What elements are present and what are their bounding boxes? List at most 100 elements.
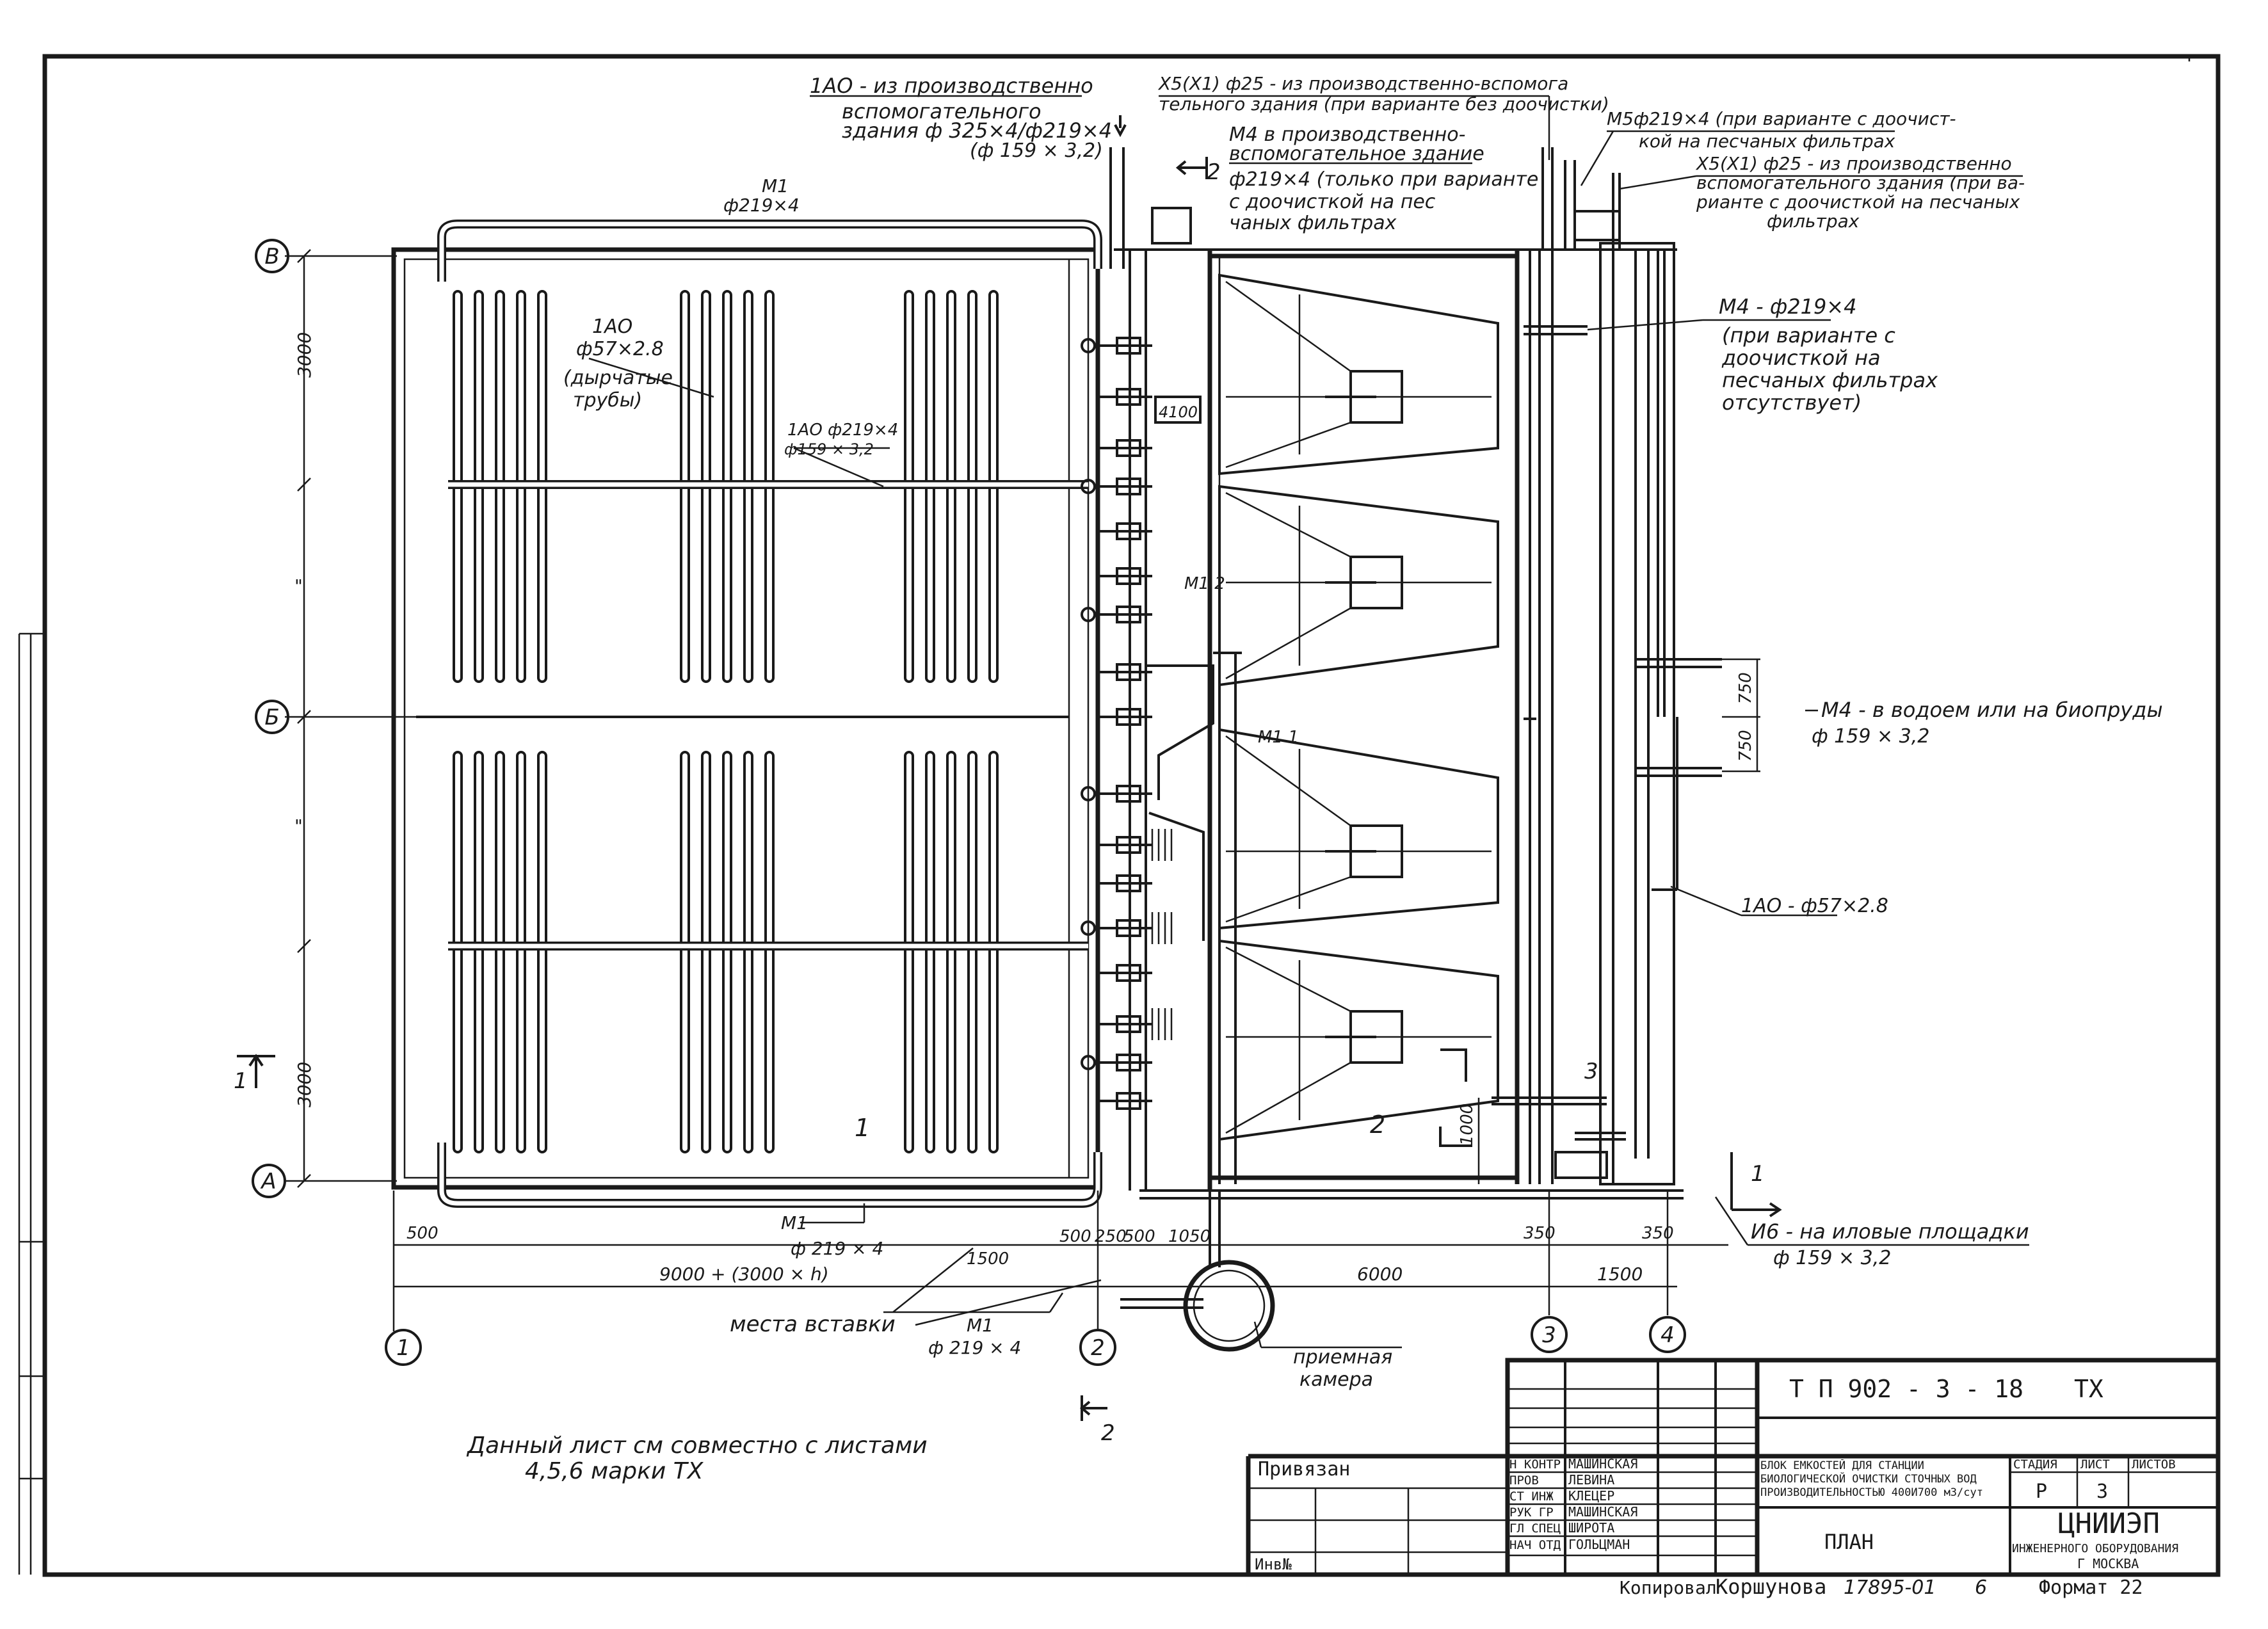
dim-500-b: 500 (1059, 1227, 1091, 1246)
label-1ao-2: ф57×2.8 (576, 338, 664, 360)
sheet-note-1: Данный лист см совместно с листами (466, 1432, 928, 1459)
project-title-box: БЛОК ЕМКОСТЕЙ ДЛЯ СТАНЦИИ БИОЛОГИЧЕСКОЙ … (1760, 1459, 1983, 1499)
aeration-tube (946, 751, 956, 1153)
section-2-top: 2 (1207, 159, 1221, 185)
aeration-tube (495, 751, 505, 1153)
dim-lines (297, 249, 1760, 1288)
name-6: ГОЛЬЦМАН (1568, 1537, 1630, 1552)
aeration-tube (722, 751, 732, 1153)
valve (1081, 1055, 1096, 1070)
central-gallery (1114, 248, 1677, 1191)
name-2: ЛЕВИНА (1568, 1472, 1614, 1488)
org-sub: ИНЖЕНЕРНОГО ОБОРУДОВАНИЯ (2012, 1542, 2178, 1555)
hopper-edge (1225, 492, 1351, 558)
role-5: ГЛ СПЕЦ (1509, 1521, 1561, 1536)
label-x5-right-1: Х5(Х1) ф25 - из производственно (1695, 153, 2012, 174)
label-m4-top-2: вспомогательное здание (1229, 143, 1484, 165)
name-5: ШИРОТА (1568, 1520, 1614, 1536)
axis-2-label: 2 (1091, 1335, 1105, 1361)
attached-label: Привязан (1258, 1458, 1351, 1481)
hopper-edge (1225, 735, 1351, 827)
footer-number: 17895-01 (1844, 1577, 1936, 1599)
aeration-tube (680, 751, 690, 1153)
section-marks (237, 157, 1782, 1421)
sheet-note-2: 4,5,6 марки ТХ (525, 1458, 704, 1484)
label-x5-2: тельного здания (при варианте без доочис… (1159, 93, 1609, 115)
label-1ao2-1: 1АО ф219×4 (787, 421, 898, 440)
sheet-value: 3 (2096, 1481, 2108, 1503)
dim-750-a: 750 (1736, 672, 1755, 704)
valve (1081, 607, 1096, 622)
receiving-chamber (1183, 1260, 1275, 1352)
label-1ao-top-1: 1АО - из производственно (810, 74, 1093, 98)
label-1ao-top-2: вспомогательного (842, 99, 1042, 124)
hopper-edge (1225, 607, 1351, 680)
label-m1-bottom2: М1 (967, 1315, 993, 1336)
binding-strip (18, 632, 45, 1575)
label-1ao-top-3: здания ф 325×4/ф219×4 (842, 118, 1112, 143)
aeration-tube (967, 751, 977, 1153)
aeration-tube (474, 751, 484, 1153)
label-chamber-2: камера (1299, 1368, 1373, 1391)
role-6: НАЧ ОТД (1509, 1538, 1561, 1552)
label-1ao-1: 1АО (592, 316, 632, 338)
right-channel (1492, 242, 1722, 1185)
label-m12: М1 2 (1184, 574, 1225, 593)
label-m1-top: М1 (762, 175, 789, 197)
dim-750-b: 750 (1736, 730, 1755, 762)
label-m4-right-4: песчаных фильтрах (1722, 368, 1938, 392)
label-1ao2-2: ф159 × 3,2 (784, 440, 874, 458)
valve (1081, 920, 1096, 936)
label-1ao-3: (дырчатые (563, 367, 673, 389)
hopper-edge (1225, 1061, 1351, 1134)
label-x5-right-4: фильтрах (1767, 211, 1860, 232)
label-h6-1: И6 - на иловые площадки (1751, 1219, 2029, 1244)
role-2: ПРОВ (1509, 1473, 1539, 1488)
label-m4-out-1: М4 - в водоем или на биопруды (1821, 698, 2163, 722)
aeration-tube (904, 751, 914, 1153)
air-headers (448, 480, 1088, 951)
aeration-tubes (453, 290, 999, 1153)
tank-2-number: 2 (1370, 1111, 1385, 1139)
m1-loop-pipe (437, 220, 1102, 1208)
section-1-left: 1 (234, 1068, 248, 1094)
tank-1-number: 1 (855, 1114, 870, 1142)
hopper-edge (1225, 421, 1351, 469)
dim-1500-a: 1500 (967, 1249, 1009, 1269)
label-m5-1: М5ф219×4 (при варианте с доочист- (1607, 108, 1956, 129)
sheet-frame (42, 54, 2221, 1577)
axis-v-label: В (264, 244, 279, 269)
sheet-title: ПЛАН (1824, 1530, 1874, 1554)
axis-a-label: А (260, 1169, 276, 1194)
label-1ao-right: 1АО - ф57×2.8 (1741, 895, 1888, 917)
hopper-outline (1218, 939, 1499, 1141)
aeration-tube (701, 751, 711, 1153)
footer-format: Формат 22 (2039, 1577, 2143, 1599)
footer-six: 6 (1975, 1577, 1987, 1599)
label-m4-right-5: отсутствует) (1722, 390, 1862, 415)
label-x5-right-3: рианте с доочисткой на песчаных (1696, 191, 2020, 213)
hopper-outline (1218, 273, 1499, 476)
label-m4-right-1: М4 - ф219×4 (1719, 294, 1856, 319)
valve (1081, 786, 1096, 801)
label-m4-top-1: М4 в производственно- (1229, 124, 1465, 146)
dim-1500-b: 1500 (1597, 1264, 1643, 1285)
sheets-label: ЛИСТОВ (2132, 1457, 2176, 1472)
org-city: Г МОСКВА (2077, 1556, 2139, 1571)
aeration-tube (516, 751, 526, 1153)
label-m4-top-4: с доочисткой на пес (1229, 191, 1436, 213)
section-2-bottom: 2 (1101, 1420, 1115, 1446)
aeration-tube (537, 751, 547, 1153)
project-title: БЛОК ЕМКОСТЕЙ ДЛЯ СТАНЦИИ БИОЛОГИЧЕСКОЙ … (1760, 1459, 1983, 1499)
label-m5-2: кой на песчаных фильтрах (1639, 131, 1895, 152)
label-m4-top-3: ф219×4 (только при варианте (1229, 168, 1538, 191)
title-block (1246, 1358, 2221, 1577)
dim-1050: 1050 (1168, 1227, 1210, 1246)
label-m1-mid: М1 1 (1258, 728, 1299, 747)
aeration-tube (925, 751, 935, 1153)
dim-9000: 9000 + (3000 × h) (659, 1264, 829, 1285)
label-m4-right-2: (при варианте с (1722, 323, 1895, 348)
dim-500-left: 500 (406, 1224, 438, 1243)
label-x5-1: Х5(Х1) ф25 - из производственно-вспомога (1157, 73, 1568, 94)
